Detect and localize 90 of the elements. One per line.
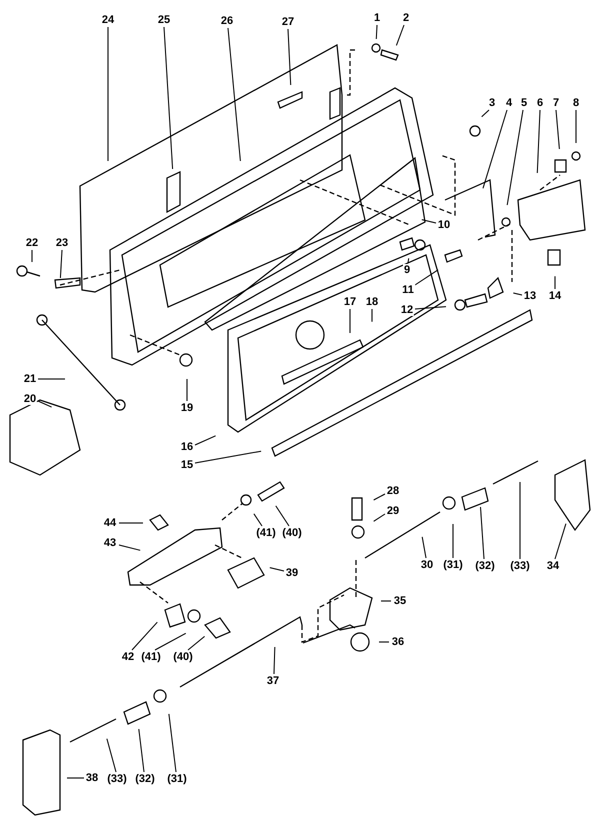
leader-line	[164, 26, 174, 170]
leader-line	[186, 378, 188, 402]
leader-line	[138, 728, 144, 772]
callout-number: 14	[548, 290, 562, 302]
callout-number: (41)	[140, 651, 162, 663]
leader-line	[554, 276, 556, 290]
leader-line	[106, 738, 116, 772]
callout-number: 12	[400, 304, 414, 316]
callout-number: 18	[364, 296, 380, 308]
callout-number: (40)	[281, 527, 303, 539]
leader-line	[38, 400, 52, 408]
callout-number: 9	[402, 264, 412, 276]
callout-number: 44	[102, 517, 118, 529]
callout-number: (31)	[166, 773, 188, 785]
callout-number: 29	[386, 505, 400, 517]
callout-number: (33)	[509, 560, 531, 572]
callout-number: 11	[401, 284, 415, 296]
callout-number: (33)	[106, 773, 128, 785]
callout-number: (32)	[134, 773, 156, 785]
leader-line	[194, 435, 216, 446]
leader-line	[118, 522, 144, 524]
callout-number: 4	[504, 97, 514, 109]
leader-line	[154, 632, 186, 650]
leader-line	[288, 28, 292, 86]
callout-number: 3	[488, 97, 496, 109]
callout-number: 30	[420, 559, 434, 571]
leader-line	[512, 292, 522, 296]
callout-number: 17	[342, 296, 358, 308]
leader-line	[132, 622, 158, 650]
leader-line	[414, 269, 439, 286]
leader-line	[396, 24, 404, 46]
callout-number: 21	[22, 373, 38, 385]
leader-line	[275, 505, 290, 526]
leader-line	[414, 306, 446, 310]
callout-number: 36	[390, 636, 406, 648]
leader-line	[481, 110, 490, 118]
leader-line	[194, 450, 262, 464]
leader-line	[274, 646, 276, 674]
callout-number: 22	[24, 237, 40, 249]
leader-line	[554, 523, 566, 560]
callout-number: 8	[572, 97, 580, 109]
callout-number: 39	[284, 567, 300, 579]
leader-line	[556, 110, 560, 150]
leader-line	[422, 536, 426, 558]
leader-line	[452, 524, 454, 558]
callout-number: 26	[220, 15, 234, 27]
callout-number: 1	[372, 12, 382, 24]
leader-line	[168, 713, 176, 772]
callout-number: (32)	[474, 560, 496, 572]
leader-line	[480, 506, 484, 560]
callout-number: 35	[392, 595, 408, 607]
callout-number: (41)	[255, 527, 277, 539]
leader-line	[253, 513, 262, 526]
callout-number: 34	[546, 560, 560, 572]
callout-number: 43	[102, 537, 118, 549]
leader-line	[536, 110, 540, 174]
leader-line	[421, 219, 436, 224]
leader-line	[506, 110, 524, 206]
callout-number: 42	[120, 651, 136, 663]
leader-line	[60, 250, 62, 278]
callout-number: 6	[536, 97, 544, 109]
callout-number: 37	[266, 675, 280, 687]
callout-number: 24	[100, 14, 116, 26]
leader-line	[380, 600, 392, 602]
callout-number: 2	[402, 12, 410, 24]
leader-line	[408, 258, 410, 264]
callout-number: 19	[180, 402, 194, 414]
callout-number: 15	[180, 459, 194, 471]
callout-number: 25	[156, 14, 172, 26]
leader-line	[373, 514, 386, 522]
callout-number: (40)	[172, 651, 194, 663]
callout-number: 10	[436, 219, 452, 231]
callout-number: 5	[520, 97, 528, 109]
callout-number: 16	[180, 441, 194, 453]
callout-number: 27	[280, 16, 296, 28]
leader-line	[38, 378, 66, 380]
leader-line	[373, 494, 386, 500]
leader-line	[376, 24, 378, 40]
leader-line	[188, 636, 206, 650]
callout-number: 28	[386, 485, 400, 497]
leader-line	[118, 544, 141, 551]
leader-line	[482, 110, 508, 189]
callout-number: 13	[522, 290, 538, 302]
leader-line	[269, 567, 284, 572]
callout-number: 38	[84, 772, 100, 784]
leader-line	[228, 28, 241, 162]
callout-number: 7	[552, 97, 560, 109]
callout-number: 20	[22, 393, 38, 405]
callout-number: 23	[54, 237, 70, 249]
callout-number: (31)	[442, 559, 464, 571]
